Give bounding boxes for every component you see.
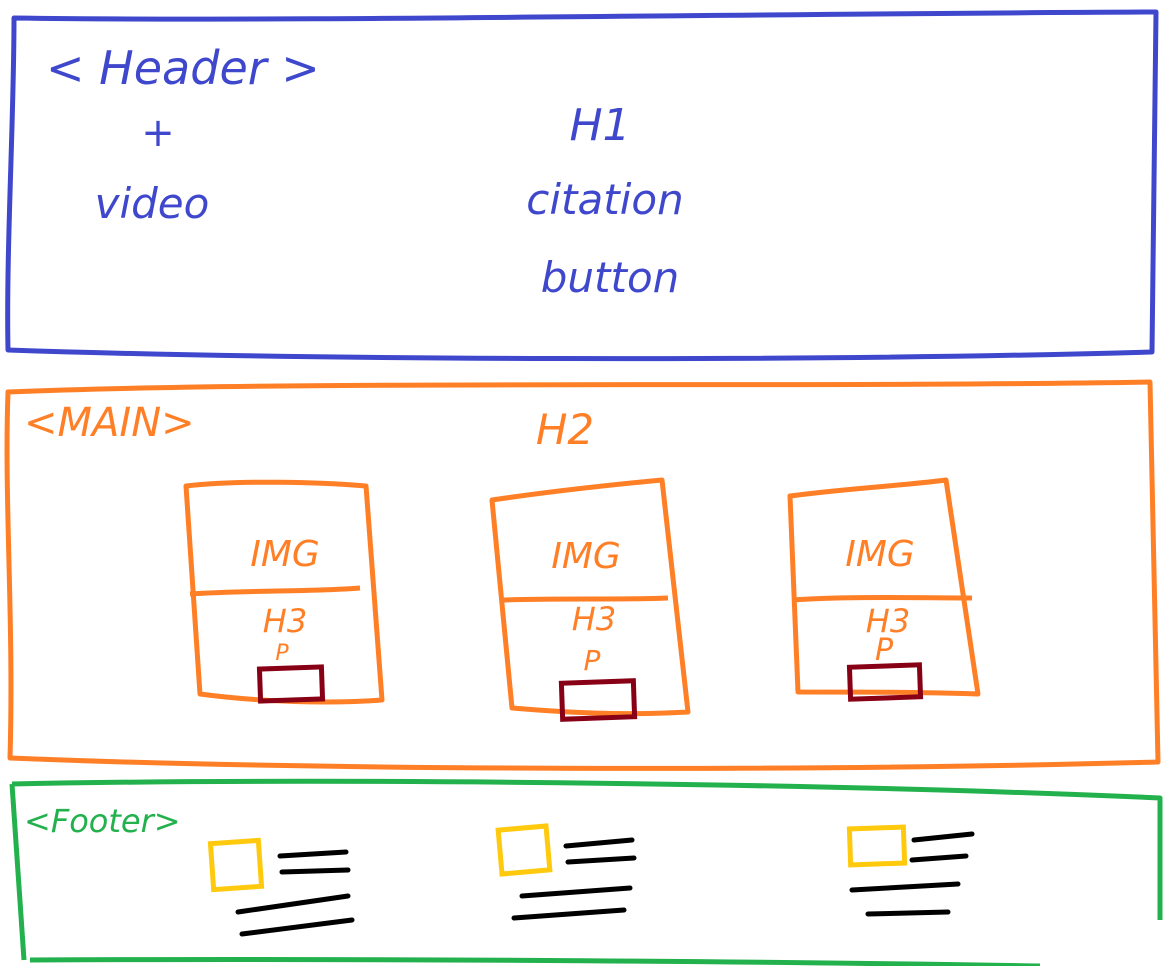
card-p-label: P [584, 644, 601, 677]
footer-section: <Footer> [9, 778, 1163, 966]
footer-tag: <Footer> [24, 802, 181, 840]
main-tag: <MAIN> [24, 400, 195, 446]
square-icon [846, 824, 908, 868]
header-button-label: button [541, 253, 680, 302]
header-video-label: video [95, 179, 210, 228]
card-img-label: IMG [250, 534, 320, 575]
card-button[interactable] [256, 664, 326, 704]
main-section: <MAIN> H2 IMG H3 P IMG H3 P IMG H3 P [4, 379, 1161, 771]
card-h3-label: H3 [263, 602, 307, 640]
main-h2-label: H2 [536, 405, 594, 454]
card-p-label: P [275, 641, 289, 666]
card-h3-label: H3 [866, 602, 910, 640]
header-section: < Header > + video H1 citation button [5, 9, 1159, 362]
header-plus-label: + [141, 110, 175, 156]
footer-item [495, 823, 637, 921]
card: IMG H3 P [787, 477, 981, 702]
card-img-label: IMG [551, 536, 621, 577]
card-button[interactable] [558, 678, 638, 722]
card-p-label: P [875, 633, 894, 668]
card-h3-label: H3 [572, 600, 616, 638]
header-h1-label: H1 [569, 100, 630, 151]
card: IMG H3 P [489, 477, 691, 722]
header-tag: < Header > [46, 41, 320, 95]
footer-item [207, 837, 355, 937]
header-citation-label: citation [526, 175, 683, 224]
footer-item [846, 824, 975, 917]
square-icon [207, 837, 265, 893]
card: IMG H3 P [183, 479, 385, 705]
card-img-label: IMG [845, 534, 915, 575]
card-button[interactable] [846, 662, 924, 702]
square-icon [495, 823, 553, 877]
